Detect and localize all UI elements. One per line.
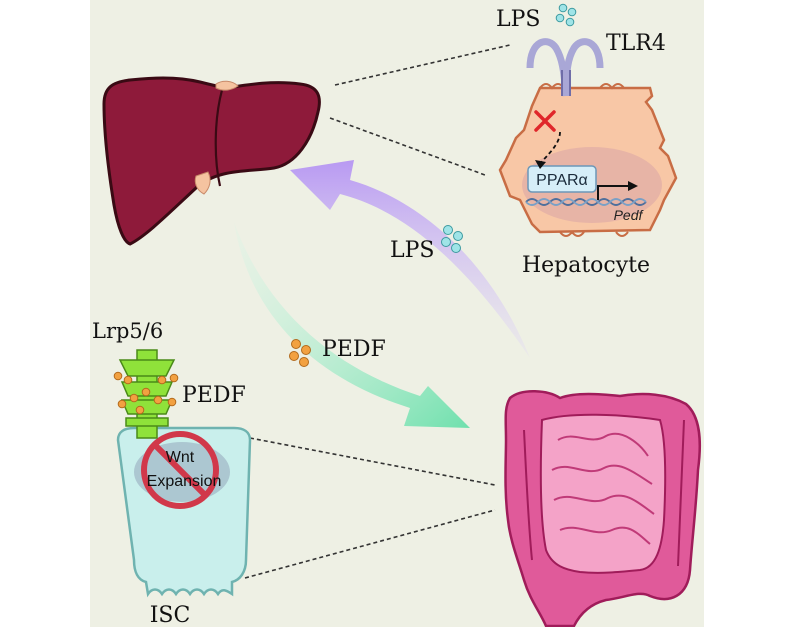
- pedf-molecule-arrow: [289, 339, 311, 367]
- dashed-connectors: [244, 44, 511, 579]
- liver-body: [102, 76, 321, 246]
- membrane-villi-bottom: [559, 230, 629, 237]
- expansion-label: Expansion: [147, 473, 222, 490]
- connector-liver-tlr4: [334, 44, 511, 86]
- tlr4-label: TLR4: [606, 31, 666, 56]
- pedf-arrow: [234, 222, 470, 428]
- hepatocyte-label: Hepatocyte: [522, 253, 650, 278]
- intestine-folds: [551, 433, 655, 545]
- gallbladder-icon: [194, 171, 211, 195]
- ppar-label: PPARα: [536, 172, 588, 189]
- pedf-receptor-label: PEDF: [182, 383, 246, 408]
- signal-arrow-head: [535, 160, 546, 169]
- pedf-molecule-receptor: [113, 371, 179, 415]
- liver-icon: [102, 76, 321, 246]
- isc-label: ISC: [150, 603, 191, 627]
- pedf-gene-label: Pedf: [614, 207, 645, 223]
- prohibit-icon-ring: [141, 431, 219, 509]
- colon-lines: [523, 419, 685, 567]
- lps-top-label: LPS: [496, 7, 540, 32]
- pedf-arrow-label: PEDF: [322, 337, 386, 362]
- connector-isc-intestine-bottom: [244, 509, 496, 579]
- small-intestine: [539, 413, 667, 574]
- lps-molecule-arrow: [441, 225, 463, 253]
- prohibit-icon-slash: [152, 442, 208, 498]
- block-x-icon: [534, 110, 556, 132]
- liver-lobe-line: [214, 89, 224, 187]
- liver-ligament: [215, 80, 239, 91]
- membrane-villi-top: [539, 83, 625, 90]
- intestine-icon: [504, 390, 702, 627]
- transcription-arrow-head: [628, 181, 638, 191]
- ppar-box: [527, 165, 597, 193]
- lps-arrow-label: LPS: [390, 238, 434, 263]
- lps-arrow: [290, 160, 530, 358]
- transcription-arrow: [597, 185, 630, 200]
- lrp-label: Lrp5/6: [92, 319, 163, 343]
- dna-strand-b: [525, 198, 647, 206]
- isc-cell: Wnt Expansion: [116, 426, 252, 598]
- lps-molecule-top: [555, 3, 577, 27]
- hepatocyte-cell: PPARα Pedf: [498, 83, 678, 237]
- wnt-label: Wnt: [166, 449, 195, 466]
- tlr4-receptor-icon: [526, 38, 604, 97]
